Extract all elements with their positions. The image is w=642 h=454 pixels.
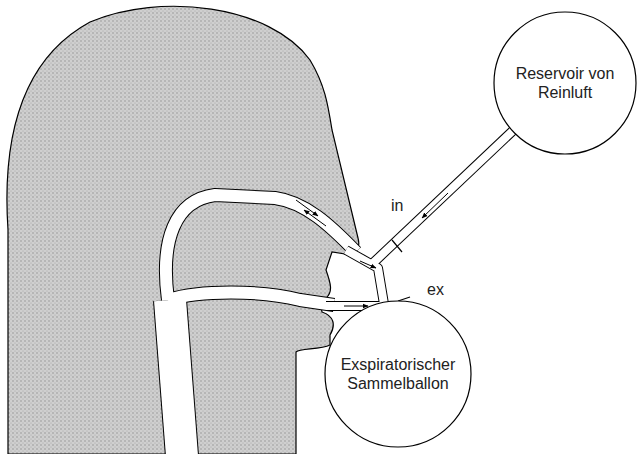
valve-label: ex <box>426 282 445 298</box>
balloon-label: Exspiratorischer Sammelballon <box>334 355 462 393</box>
circle-outline <box>494 12 636 154</box>
balloon-label: Reservoir von Reinluft <box>509 64 621 102</box>
flow-arrows <box>296 193 448 306</box>
valve-label: in <box>390 198 404 214</box>
circle-outline <box>325 301 471 447</box>
valve-flaps <box>392 240 410 301</box>
airways <box>166 195 356 454</box>
circle-outline <box>324 300 472 448</box>
balloon-circle: Reservoir von Reinluft <box>493 11 637 155</box>
balloon-circle: Exspiratorischer Sammelballon <box>324 300 472 448</box>
breathing-tubes <box>326 124 520 330</box>
circle-outline <box>493 11 637 155</box>
